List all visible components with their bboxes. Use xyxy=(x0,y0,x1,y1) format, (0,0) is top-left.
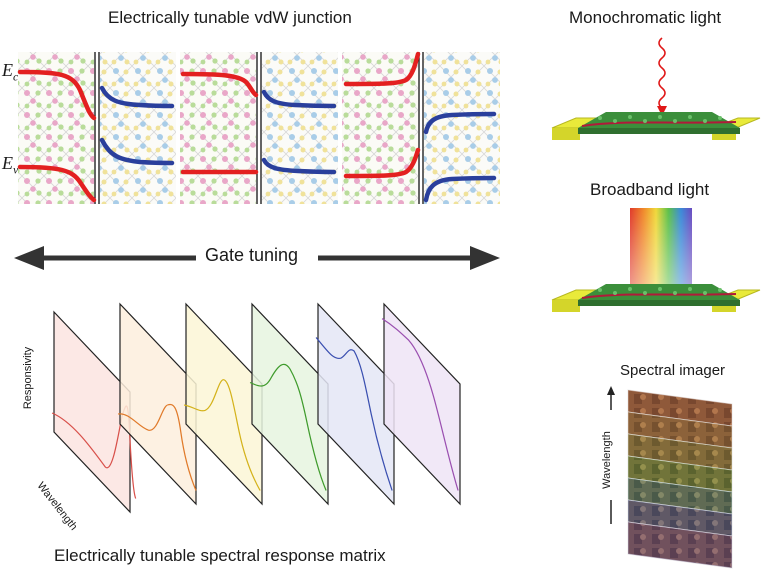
junction-interfaces xyxy=(94,52,424,204)
response-panel-frame xyxy=(53,310,131,514)
response-curve xyxy=(315,337,393,491)
n-valence-band-3 xyxy=(423,175,497,203)
imager-layer xyxy=(627,521,733,569)
p-conduction-band-1 xyxy=(17,69,97,121)
mono-device xyxy=(551,37,761,140)
ev-label: Ev xyxy=(2,153,19,177)
wavelength-arrow-icon xyxy=(607,386,615,524)
response-panel xyxy=(249,302,329,506)
p-conduction-band-3 xyxy=(343,51,421,87)
gate-tuning-label: Gate tuning xyxy=(205,245,299,265)
response-curve xyxy=(249,363,327,491)
gate-arrow-double-icon xyxy=(14,246,500,270)
response-curve xyxy=(117,403,197,491)
p-valence-band-1 xyxy=(17,164,97,203)
n-conduction-band-2 xyxy=(261,89,337,109)
photon-wave-icon xyxy=(658,37,666,109)
n-conduction-band-1 xyxy=(99,85,175,109)
mono-light-title: Monochromatic light xyxy=(569,8,722,27)
response-panel xyxy=(381,302,461,506)
response-panel xyxy=(117,302,197,506)
response-curve xyxy=(381,318,459,491)
response-panel-frame xyxy=(185,302,263,506)
n-valence-band-1 xyxy=(99,137,175,166)
spectral-imager-title: Spectral imager xyxy=(620,362,726,379)
broadband-light-title: Broadband light xyxy=(590,180,710,199)
n-valence-band-2 xyxy=(261,157,337,175)
ec-label: Ec xyxy=(2,60,19,84)
p-valence-band-3 xyxy=(343,147,421,179)
band-diagrams xyxy=(17,51,497,203)
junction-title: Electrically tunable vdW junction xyxy=(108,8,352,27)
junction-lattice xyxy=(18,52,500,204)
response-curve xyxy=(183,379,261,491)
response-panel xyxy=(315,302,395,506)
p-conduction-band-2 xyxy=(180,71,259,98)
broadband-device xyxy=(551,208,761,312)
response-matrix xyxy=(51,302,461,514)
matrix-title: Electrically tunable spectral response m… xyxy=(54,546,386,565)
response-panel xyxy=(183,302,263,506)
response-panel-frame xyxy=(317,302,395,506)
n-conduction-band-3 xyxy=(423,111,497,135)
response-panel-frame xyxy=(119,302,197,506)
spectral-imager-stack xyxy=(627,389,733,569)
response-panel-frame xyxy=(251,302,329,506)
response-panel-frame xyxy=(383,302,461,506)
